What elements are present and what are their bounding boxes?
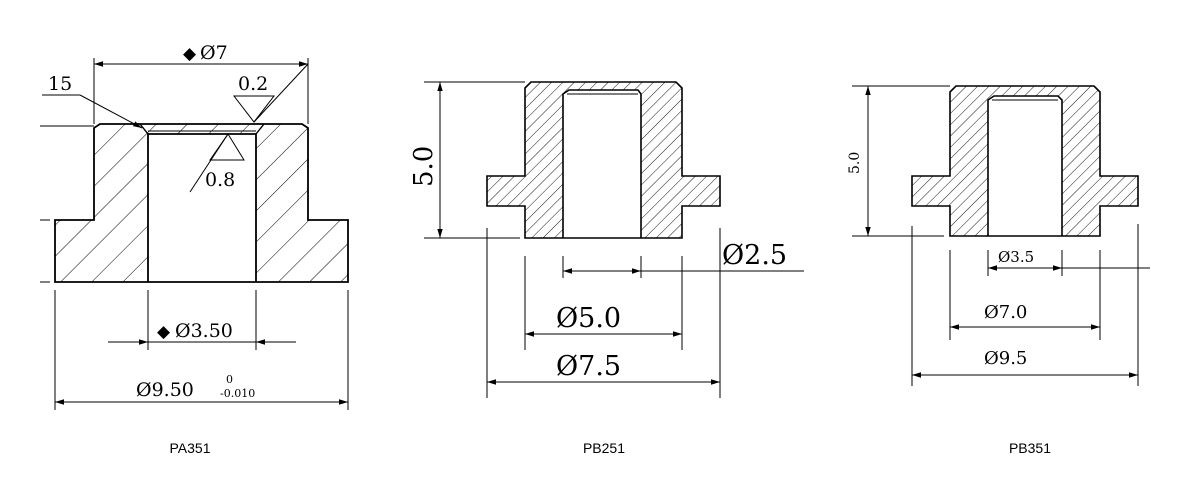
pb351-height: 5.0 xyxy=(847,152,863,174)
pa351-caption: PA351 xyxy=(170,440,211,456)
pb251-section xyxy=(486,81,721,239)
part-pb251: 5.0 Ø2.5 Ø5.0 Ø7.5 PB251 xyxy=(409,81,804,456)
part-pb351: 5.0 Ø3.5 Ø7.0 Ø9.5 PB351 xyxy=(847,85,1150,456)
pa351-roughness-top: 0.2 xyxy=(238,73,268,95)
pa351-top-diameter: Ø7 xyxy=(200,42,228,64)
pb251-caption: PB251 xyxy=(583,440,625,456)
pa351-angle-leader xyxy=(79,94,143,129)
pb251-flange-diameter: Ø7.5 xyxy=(556,351,621,382)
part-pa351: ◆ Ø7 15 0.2 0.8 ◆ Ø3.50 Ø9.50 0 -0.010 xyxy=(40,42,349,456)
pa351-roughness-top-leader xyxy=(253,63,309,123)
pa351-top-marker: ◆ xyxy=(183,44,197,64)
pb351-body-diameter: Ø7.0 xyxy=(984,302,1027,323)
pb251-height: 5.0 xyxy=(409,146,439,187)
pa351-bore-marker: ◆ xyxy=(157,322,171,342)
pb351-flange-diameter: Ø9.5 xyxy=(984,348,1027,369)
pa351-roughness-bore: 0.8 xyxy=(205,169,235,191)
pa351-roughness-bore-symbol xyxy=(209,133,245,161)
pa351-roughness-bore-leader xyxy=(189,133,229,193)
pa351-tol-upper: 0 xyxy=(226,373,233,386)
pb351-bore-diameter: Ø3.5 xyxy=(998,248,1034,266)
pa351-outer-diameter: Ø9.50 xyxy=(136,379,194,401)
pb351-section xyxy=(911,85,1139,237)
pa351-bore-diameter: Ø3.50 xyxy=(175,320,233,342)
pb351-caption: PB351 xyxy=(1009,440,1051,456)
pa351-chamfer-right xyxy=(255,123,265,135)
pa351-tol-lower: -0.010 xyxy=(220,387,255,400)
pb251-body-diameter: Ø5.0 xyxy=(556,303,621,334)
pa351-section xyxy=(54,123,349,283)
pb251-bore-diameter: Ø2.5 xyxy=(722,240,787,271)
pa351-roughness-top-symbol xyxy=(232,95,276,123)
pa351-chamfer-angle: 15 xyxy=(48,73,72,95)
